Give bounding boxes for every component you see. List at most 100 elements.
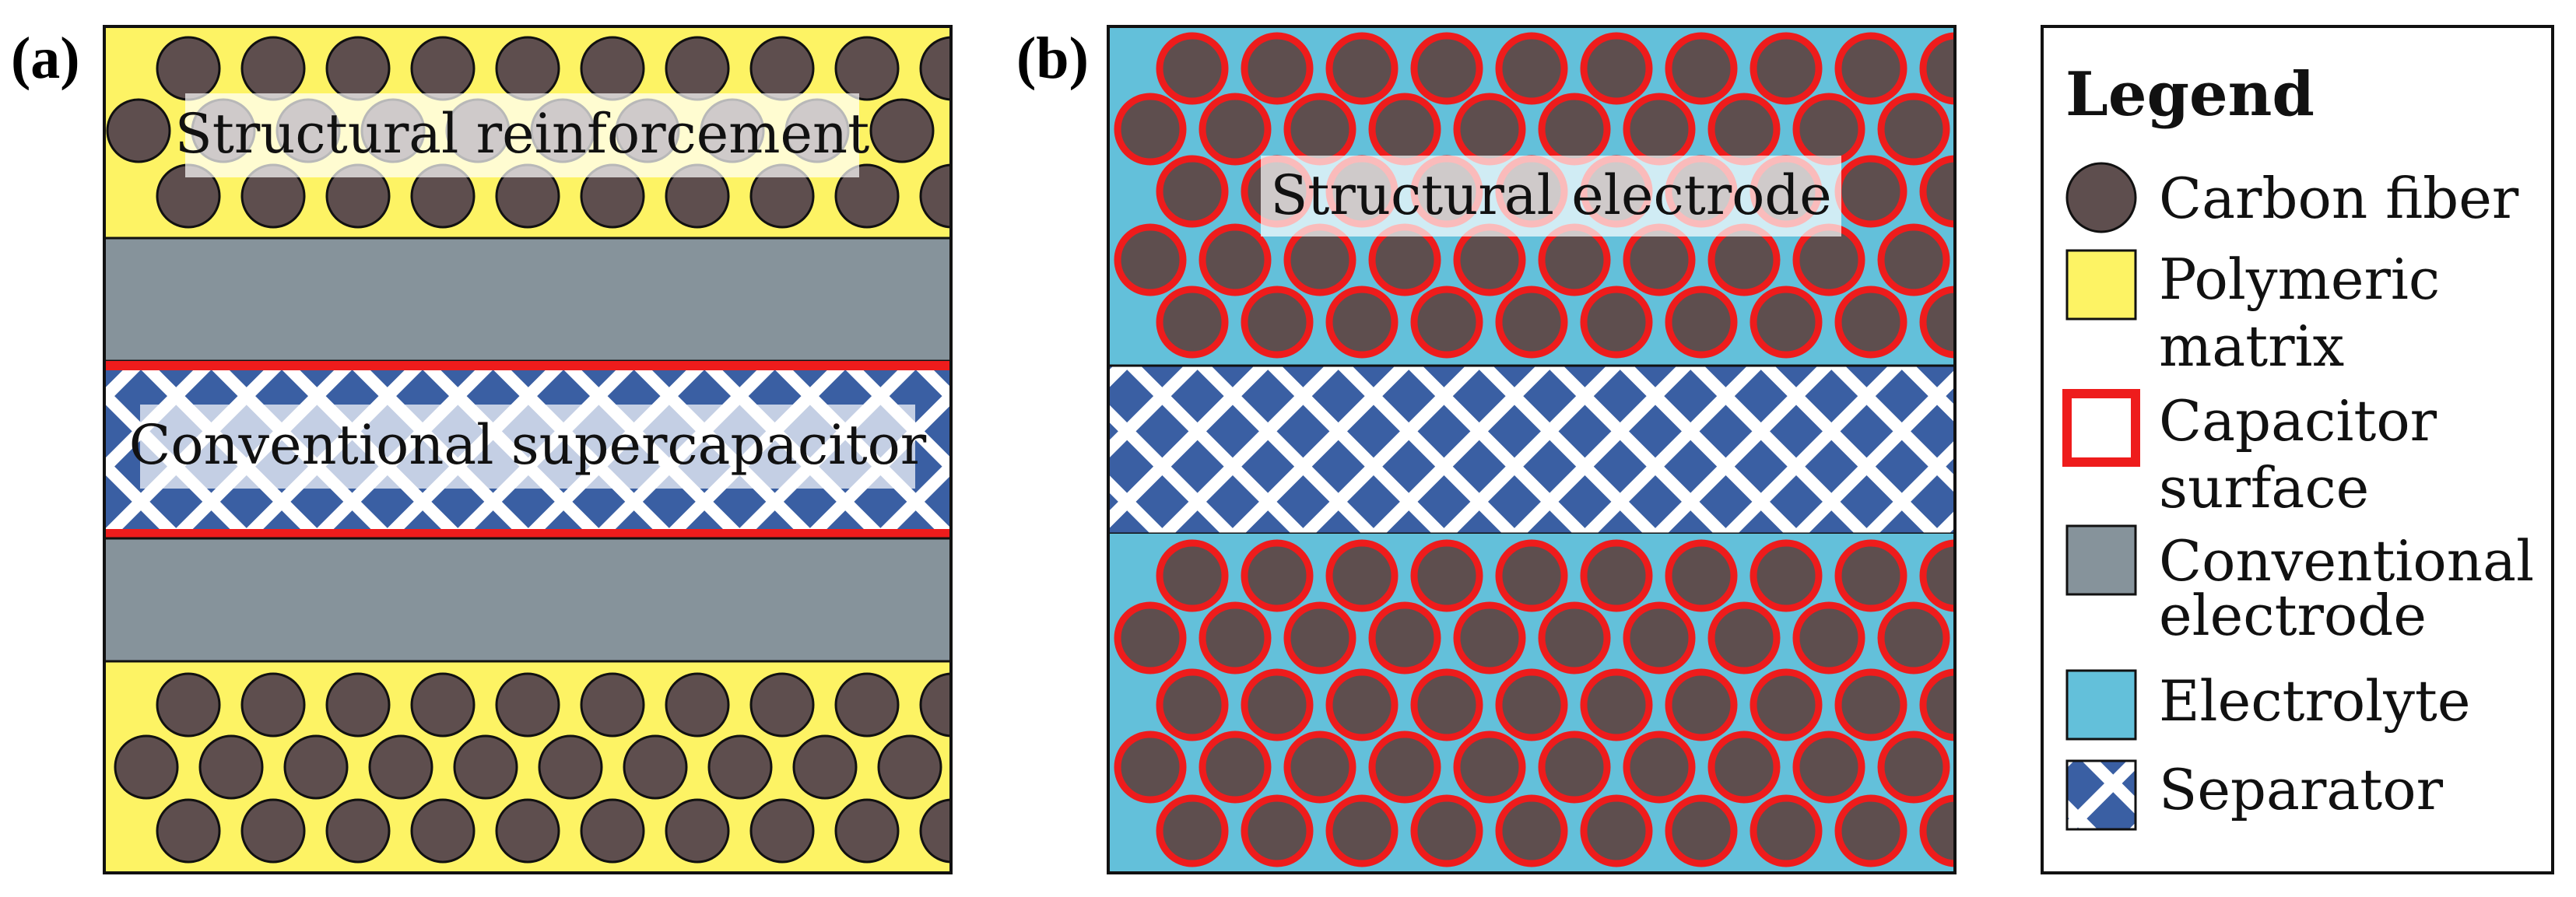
carbon-fiber — [240, 672, 306, 738]
carbon-fiber-with-capacitor-surface — [1241, 794, 1314, 867]
carbon-fiber-with-capacitor-surface — [1410, 539, 1483, 612]
carbon-fiber-with-capacitor-surface — [1368, 223, 1441, 296]
carbon-fiber-with-capacitor-surface — [1241, 668, 1314, 741]
carbon-fiber-with-capacitor-surface — [1241, 32, 1314, 105]
carbon-fiber-with-capacitor-surface — [1325, 668, 1399, 741]
carbon-fiber-with-capacitor-surface — [1834, 668, 1907, 741]
carbon-fiber-with-capacitor-surface — [1834, 539, 1907, 612]
carbon-fiber-with-capacitor-surface — [1368, 93, 1441, 166]
panel-b-bottom-fibers — [1114, 539, 1955, 867]
carbon-fiber — [325, 36, 391, 101]
carbon-fiber-with-capacitor-surface — [1665, 32, 1738, 105]
electrolyte-icon — [2065, 669, 2137, 741]
carbon-fiber-with-capacitor-surface — [1283, 223, 1356, 296]
carbon-fiber — [877, 734, 942, 800]
carbon-fiber-with-capacitor-surface — [1283, 601, 1356, 675]
carbon-fiber-with-capacitor-surface — [1919, 32, 1955, 105]
carbon-fiber-with-capacitor-surface — [1792, 93, 1865, 166]
carbon-fiber-with-capacitor-surface — [1792, 731, 1865, 804]
carbon-fiber — [156, 36, 221, 101]
separator-icon — [2065, 759, 2137, 831]
carbon-fiber-with-capacitor-surface — [1834, 32, 1907, 105]
carbon-fiber — [198, 734, 264, 800]
carbon-fiber-with-capacitor-surface — [1919, 286, 1955, 359]
panel-a-label: (a) — [11, 26, 80, 91]
carbon-fiber-with-capacitor-surface — [1453, 223, 1526, 296]
legend-item-separator: Separator — [2159, 757, 2444, 822]
legend-item-capacitor-surface-line1: Capacitor — [2159, 388, 2437, 454]
carbon-fiber-with-capacitor-surface — [1114, 93, 1187, 166]
carbon-fiber-with-capacitor-surface — [1919, 539, 1955, 612]
carbon-fiber-with-capacitor-surface — [1368, 601, 1441, 675]
carbon-fiber — [495, 36, 560, 101]
carbon-fiber-with-capacitor-surface — [1241, 286, 1314, 359]
legend-item-conventional-electrode-line2: electrode — [2159, 583, 2427, 648]
panel-b-electrode-label-box — [1261, 156, 1841, 237]
carbon-fiber-with-capacitor-surface — [1580, 32, 1653, 105]
carbon-fiber — [240, 798, 306, 864]
legend-item-capacitor-surface-line2: surface — [2159, 455, 2369, 520]
carbon-fiber-with-capacitor-surface — [1199, 93, 1272, 166]
panel-b-separator — [1108, 364, 1955, 535]
carbon-fiber-with-capacitor-surface — [1750, 794, 1823, 867]
carbon-fiber-with-capacitor-surface — [1538, 93, 1611, 166]
panel-b-frame — [1107, 25, 1957, 874]
carbon-fiber-with-capacitor-surface — [1453, 93, 1526, 166]
panel-a-reinforcement-label: Structural reinforcement — [175, 102, 869, 166]
carbon-fiber-with-capacitor-surface — [1580, 539, 1653, 612]
carbon-fiber-with-capacitor-surface — [1368, 731, 1441, 804]
carbon-fiber-with-capacitor-surface — [1495, 668, 1568, 741]
carbon-fiber-with-capacitor-surface — [1453, 601, 1526, 675]
carbon-fiber — [325, 798, 391, 864]
carbon-fiber-with-capacitor-surface — [1538, 223, 1611, 296]
carbon-fiber — [283, 734, 349, 800]
carbon-fiber-with-capacitor-surface — [1156, 539, 1229, 612]
carbon-fiber-with-capacitor-surface — [1283, 731, 1356, 804]
carbon-fiber-with-capacitor-surface — [1325, 32, 1399, 105]
carbon-fiber-with-capacitor-surface — [1750, 32, 1823, 105]
carbon-fiber-with-capacitor-surface — [1156, 794, 1229, 867]
legend-title: Legend — [2065, 59, 2315, 130]
panel-a-conventional-electrode-top — [104, 237, 951, 363]
carbon-fiber — [106, 98, 171, 163]
carbon-fiber-with-capacitor-surface — [1453, 731, 1526, 804]
carbon-fiber — [538, 734, 603, 800]
capacitor-surface-icon — [2062, 389, 2140, 467]
panel-b-electrode-label: Structural electrode — [1270, 163, 1831, 227]
carbon-fiber-with-capacitor-surface — [1199, 601, 1272, 675]
carbon-fiber — [665, 36, 730, 101]
carbon-fiber-with-capacitor-surface — [1707, 223, 1781, 296]
carbon-fiber — [623, 734, 688, 800]
carbon-fiber-with-capacitor-surface — [1410, 794, 1483, 867]
carbon-fiber — [749, 672, 815, 738]
carbon-fiber — [410, 798, 476, 864]
carbon-fiber-with-capacitor-surface — [1834, 794, 1907, 867]
carbon-fiber — [919, 672, 951, 738]
carbon-fiber — [749, 36, 815, 101]
polymeric-matrix-icon — [2065, 249, 2137, 321]
carbon-fiber-with-capacitor-surface — [1156, 286, 1229, 359]
carbon-fiber-with-capacitor-surface — [1750, 286, 1823, 359]
carbon-fiber-with-capacitor-surface — [1495, 32, 1568, 105]
carbon-fiber-with-capacitor-surface — [1707, 731, 1781, 804]
carbon-fiber — [580, 798, 645, 864]
panel-a-conventional-electrode-bottom — [104, 537, 951, 663]
carbon-fiber — [792, 734, 858, 800]
carbon-fiber-with-capacitor-surface — [1156, 668, 1229, 741]
carbon-fiber-with-capacitor-surface — [1114, 731, 1187, 804]
carbon-fiber — [156, 798, 221, 864]
panel-a-supercapacitor-label-box — [140, 405, 915, 489]
carbon-fiber — [410, 672, 476, 738]
legend-item-conventional-electrode-line1: Conventional — [2159, 528, 2534, 594]
panel-a-capacitor-surface-bottom — [104, 529, 951, 538]
carbon-fiber — [410, 36, 476, 101]
carbon-fiber-with-capacitor-surface — [1623, 601, 1696, 675]
carbon-fiber-with-capacitor-surface — [1877, 731, 1950, 804]
carbon-fiber-with-capacitor-surface — [1199, 223, 1272, 296]
carbon-fiber — [919, 798, 951, 864]
carbon-fiber-with-capacitor-surface — [1199, 731, 1272, 804]
carbon-fiber-with-capacitor-surface — [1665, 794, 1738, 867]
carbon-fiber-with-capacitor-surface — [1410, 286, 1483, 359]
panel-a-frame — [103, 25, 953, 874]
